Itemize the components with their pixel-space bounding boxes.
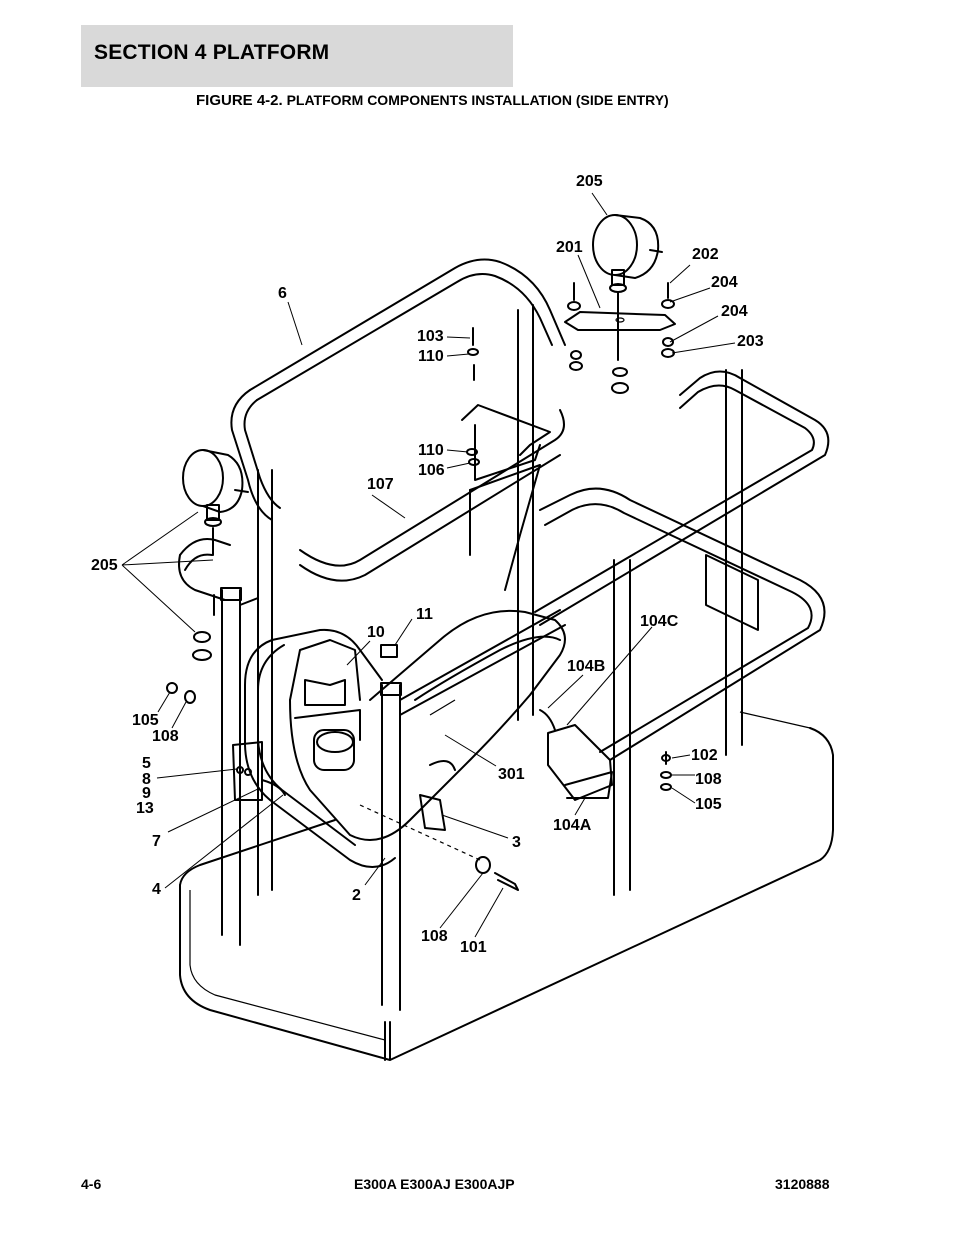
figure-title: PLATFORM COMPONENTS INSTALLATION (SIDE E… bbox=[286, 92, 669, 108]
mid-rail bbox=[244, 487, 826, 868]
callout-104c: 104C bbox=[640, 613, 679, 630]
callout-5: 5 bbox=[142, 755, 151, 772]
callout-110-a: 110 bbox=[418, 348, 444, 365]
callout-4: 4 bbox=[152, 881, 161, 898]
upper-bracket bbox=[461, 327, 551, 591]
callout-204-a: 204 bbox=[711, 274, 738, 291]
callout-201: 201 bbox=[556, 239, 583, 256]
callout-203: 203 bbox=[737, 333, 764, 350]
callout-205-left: 205 bbox=[91, 557, 118, 574]
callout-106: 106 bbox=[418, 462, 445, 479]
platform-base-tub bbox=[179, 711, 834, 1061]
callout-108-b: 108 bbox=[695, 771, 722, 788]
callout-204-b: 204 bbox=[721, 303, 748, 320]
callout-104a: 104A bbox=[553, 817, 592, 834]
callout-11: 11 bbox=[416, 606, 433, 623]
top-beacon bbox=[592, 214, 663, 361]
callout-102: 102 bbox=[691, 747, 718, 764]
section-header: SECTION 4 PLATFORM bbox=[81, 25, 513, 87]
callout-103: 103 bbox=[417, 328, 444, 345]
foot-switch bbox=[539, 709, 613, 801]
callout-105-a: 105 bbox=[132, 712, 159, 729]
callout-6: 6 bbox=[278, 285, 287, 302]
rail-posts bbox=[220, 304, 743, 1011]
callout-8: 8 bbox=[142, 771, 151, 788]
left-beacon bbox=[182, 449, 249, 661]
page-number: 4-6 bbox=[81, 1176, 102, 1192]
callout-108-a: 108 bbox=[152, 728, 179, 745]
callout-105-b: 105 bbox=[695, 796, 722, 813]
hinge-and-bolt bbox=[359, 794, 519, 891]
callout-202: 202 bbox=[692, 246, 719, 263]
callout-3: 3 bbox=[512, 834, 521, 851]
callout-labels: 205 201 202 204 204 203 6 103 110 110 10… bbox=[91, 173, 764, 956]
callout-205-top: 205 bbox=[576, 173, 603, 190]
figure-caption: FIGURE 4-2. PLATFORM COMPONENTS INSTALLA… bbox=[196, 92, 669, 109]
small-hardware bbox=[166, 644, 672, 801]
section-title: SECTION 4 PLATFORM bbox=[94, 41, 330, 64]
callout-104b: 104B bbox=[567, 658, 605, 675]
leader-lines bbox=[121, 192, 736, 938]
mount-bracket bbox=[564, 282, 676, 394]
callout-301: 301 bbox=[498, 766, 525, 783]
side-plate bbox=[705, 554, 759, 631]
callout-10: 10 bbox=[367, 624, 385, 641]
callout-110-b: 110 bbox=[418, 442, 444, 459]
callout-9: 9 bbox=[142, 785, 151, 802]
figure-number: FIGURE 4-2. bbox=[196, 92, 283, 109]
manual-number: 3120888 bbox=[775, 1176, 830, 1192]
callout-2: 2 bbox=[352, 887, 361, 904]
model-names: E300A E300AJ E300AJP bbox=[354, 1176, 515, 1192]
top-rail bbox=[230, 258, 830, 626]
callout-7: 7 bbox=[152, 833, 161, 850]
callout-13: 13 bbox=[136, 800, 154, 817]
callout-107: 107 bbox=[367, 476, 394, 493]
callout-108-c: 108 bbox=[421, 928, 448, 945]
entry-rail bbox=[178, 538, 259, 606]
callout-101: 101 bbox=[460, 939, 487, 956]
control-box bbox=[289, 609, 566, 841]
